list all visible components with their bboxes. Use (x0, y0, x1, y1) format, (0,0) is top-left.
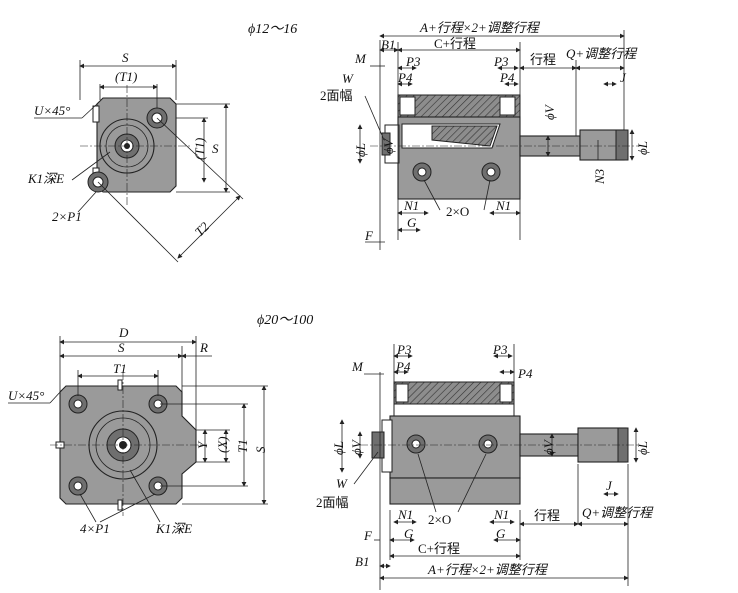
dim-J-top: J (620, 70, 627, 85)
dim-R-bottom: R (199, 340, 208, 355)
dim-2xO-bottom: 2×O (428, 512, 451, 527)
dim-K1E-bottom: K1深E (155, 521, 192, 536)
dim-G1-bottom: G (404, 526, 414, 541)
dim-U45-top: U×45° (34, 103, 70, 118)
dim-Y-bottom: Y (195, 440, 210, 449)
dim-T1-top: (T1) (115, 69, 137, 84)
dim-P3b-top: P3 (493, 54, 509, 69)
dim-A-top: A+行程×2+调整行程 (419, 20, 541, 35)
dim-X-bottom: (X) (215, 436, 230, 453)
dim-phiV-top: ϕV (381, 137, 396, 154)
dim-2xO-top: 2×O (446, 204, 469, 219)
heading-bottom: ϕ20～100 (257, 313, 313, 328)
dim-F-bottom: F (363, 528, 373, 543)
dim-N1b-top: N1 (495, 198, 511, 213)
dim-P3a-bottom: P3 (396, 342, 412, 357)
dim-T1-bottom: T1 (113, 361, 127, 376)
dim-S-bottom: S (118, 340, 125, 355)
dim-N1a-bottom: N1 (397, 507, 413, 522)
dim-C-top: C+行程 (434, 36, 476, 51)
side-view-bottom (360, 381, 640, 505)
dim-P3b-bottom: P3 (492, 342, 508, 357)
dim-2face-top: 2面幅 (320, 88, 353, 103)
dim-F-top: F (364, 228, 374, 243)
dim-phiV-rod-top: ϕV (542, 103, 557, 120)
dim-P4b-top: P4 (499, 70, 515, 85)
dim-2face-bottom: 2面幅 (316, 495, 349, 510)
dim-J-bottom: J (606, 478, 613, 493)
dim-U45-bottom: U×45° (8, 388, 44, 403)
dim-D-bottom: D (118, 325, 129, 340)
dim-P1-bottom: 4×P1 (80, 521, 110, 536)
front-view-bottom (50, 372, 206, 516)
dim-T2-top: T2 (192, 219, 213, 240)
dim-P4a-bottom: P4 (395, 359, 411, 374)
dim-N1b-bottom: N1 (493, 507, 509, 522)
dim-Q-bottom: Q+调整行程 (582, 505, 654, 520)
dim-G-top: G (407, 215, 417, 230)
dim-stroke-top: 行程 (530, 52, 556, 67)
dim-phiV-bottom: ϕV (349, 438, 364, 455)
dim-K1E-top: K1深E (27, 171, 64, 186)
dim-S-side-top: S (212, 141, 219, 156)
dim-P3a-top: P3 (405, 54, 421, 69)
dim-N3-top: N3 (592, 168, 607, 185)
dim-W-top: W (342, 71, 354, 86)
dim-P4a-top: P4 (397, 70, 413, 85)
dim-phiL-top: ϕL (353, 143, 368, 157)
side-view-top (370, 94, 640, 200)
dim-W-bottom: W (336, 476, 348, 491)
mount-tab (92, 105, 100, 123)
dim-B1-bottom: B1 (355, 554, 369, 569)
dim-P4b-bottom: P4 (517, 366, 533, 381)
dim-N1a-top: N1 (403, 198, 419, 213)
dim-phiL-right-bottom: ϕL (635, 441, 650, 455)
dim-T1-side-top: (T1) (192, 138, 207, 160)
dim-stroke-bottom: 行程 (534, 508, 560, 523)
dim-S-top: S (122, 50, 129, 65)
dim-T1-side-bottom: T1 (235, 439, 250, 453)
dim-P1-top: 2×P1 (52, 209, 82, 224)
dim-M-top: M (354, 51, 367, 66)
dim-C-bottom: C+行程 (418, 541, 460, 556)
dim-S-side-bottom: S (253, 446, 268, 453)
dim-phiL-bottom: ϕL (331, 441, 346, 455)
heading-top: ϕ12～16 (248, 22, 297, 37)
dim-phiL-right-top: ϕL (635, 141, 650, 155)
front-view-top (80, 85, 190, 205)
dim-Q-top: Q+调整行程 (566, 46, 638, 61)
dim-A-bottom: A+行程×2+调整行程 (427, 562, 549, 577)
dim-G2-bottom: G (496, 526, 506, 541)
dim-phiV-rod-bottom: ϕV (541, 438, 556, 455)
upper-hatched-tube (393, 381, 515, 405)
dim-M-bottom: M (351, 359, 364, 374)
dim-B1-top: B1 (381, 37, 395, 52)
